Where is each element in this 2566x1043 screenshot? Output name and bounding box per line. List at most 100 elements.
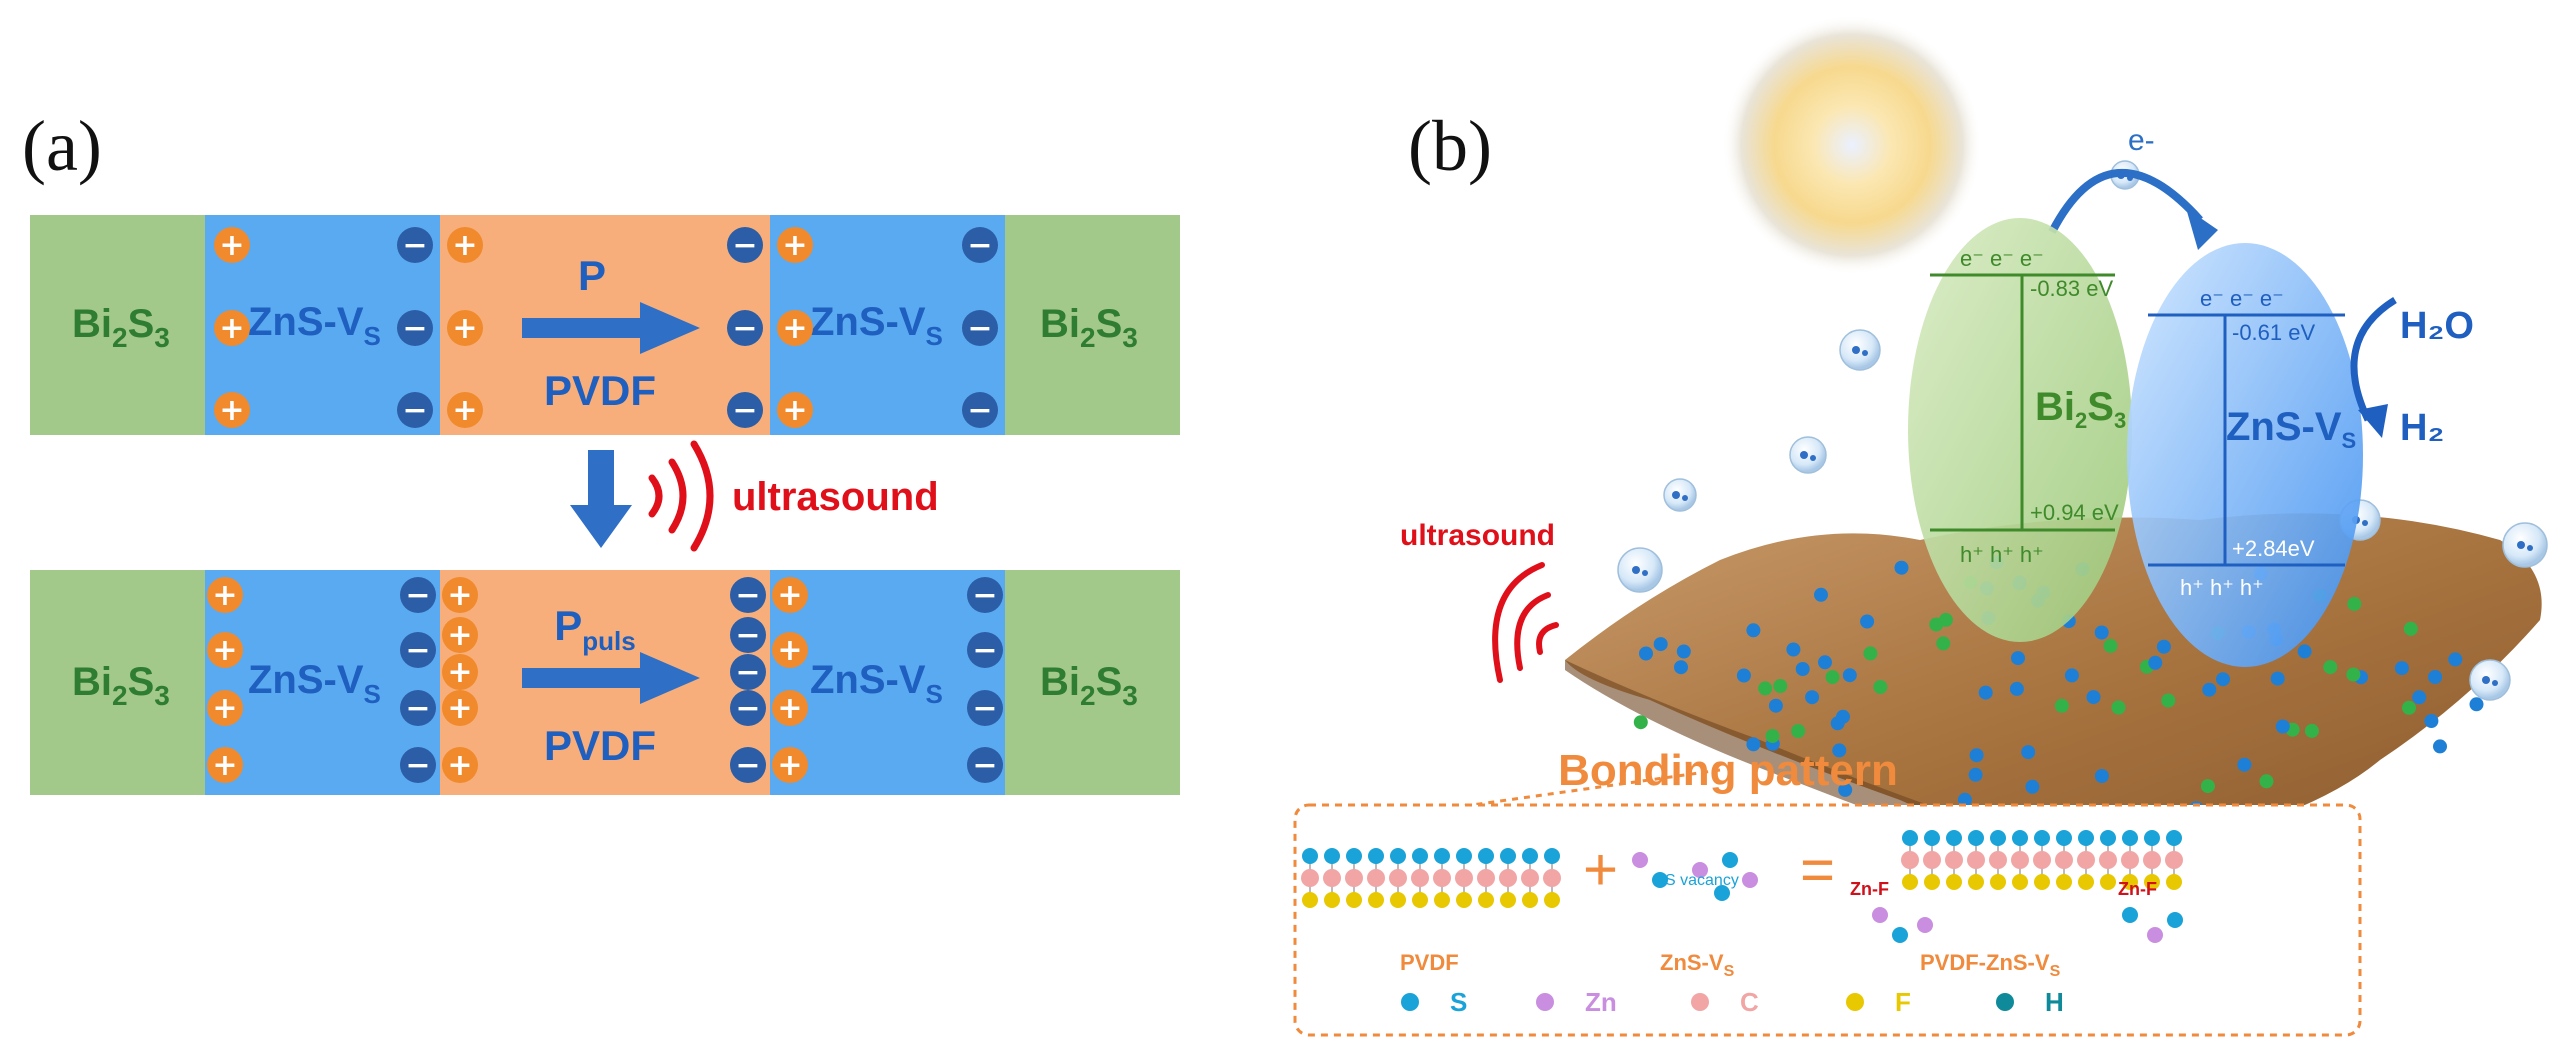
negative-charge: −	[967, 577, 1003, 613]
legend-label: Zn	[1585, 987, 1617, 1017]
particle	[2086, 690, 2101, 705]
water-bubble	[2469, 659, 2511, 701]
negative-charge: −	[397, 392, 433, 428]
legend-swatch	[1401, 993, 1419, 1011]
svg-text:+: +	[452, 228, 477, 263]
bi2s3-label-top-left: Bi2S3	[72, 302, 170, 353]
particle	[2424, 714, 2439, 728]
legend-item-h: H	[1996, 987, 2064, 1017]
particle	[2156, 639, 2171, 654]
legend-item-zn: Zn	[1536, 987, 1617, 1017]
positive-charge: +	[442, 690, 478, 726]
particle	[2237, 757, 2252, 772]
particle	[1639, 646, 1653, 661]
zns-left-block-bottom	[205, 570, 440, 795]
positive-charge: +	[442, 747, 478, 783]
particle	[2021, 745, 2036, 760]
negative-charge: −	[400, 577, 436, 613]
particle	[1969, 748, 1984, 763]
negative-charge: −	[727, 310, 763, 346]
negative-charge: −	[730, 690, 766, 726]
negative-charge: −	[727, 392, 763, 428]
particle	[2323, 660, 2338, 675]
particle	[2111, 700, 2126, 715]
particle	[1968, 767, 1983, 782]
positive-charge: +	[777, 227, 813, 263]
particle	[1786, 642, 1801, 657]
svg-text:+: +	[782, 228, 807, 263]
svg-text:+: +	[212, 578, 237, 613]
water-bubble	[1789, 436, 1827, 474]
electron-arrow-head	[2186, 208, 2218, 250]
pvdf-zns-molecule	[1872, 830, 2183, 943]
negative-charge: −	[730, 617, 766, 653]
particle	[1894, 560, 1909, 575]
positive-charge: +	[447, 392, 483, 428]
negative-charge: −	[967, 690, 1003, 726]
particle	[1805, 690, 1820, 705]
legend-swatch	[1691, 993, 1709, 1011]
svg-text:+: +	[219, 393, 244, 428]
particle	[1863, 646, 1878, 661]
negative-charge: −	[400, 747, 436, 783]
particle	[2346, 667, 2361, 682]
svg-text:−: −	[405, 633, 430, 668]
negative-charge: −	[397, 310, 433, 346]
zns-vb-value: +2.84eV	[2232, 536, 2315, 561]
zns-label-bottom-left: ZnS-VS	[248, 658, 381, 709]
particle	[1825, 670, 1840, 685]
svg-text:−: −	[972, 633, 997, 668]
zns-ellipse	[2127, 243, 2363, 667]
zns-label-top-left: ZnS-VS	[248, 300, 381, 351]
positive-charge: +	[772, 632, 808, 668]
particle	[1832, 743, 1847, 758]
bi2s3-holes: h⁺ h⁺ h⁺	[1960, 542, 2044, 567]
particle	[1736, 668, 1751, 683]
legend-swatch	[1536, 993, 1554, 1011]
positive-charge: +	[442, 617, 478, 653]
positive-charge: +	[442, 577, 478, 613]
particle	[1838, 782, 1853, 797]
bi2s3-right-block-top	[1005, 215, 1180, 435]
svg-text:−: −	[972, 578, 997, 613]
svg-text:+: +	[447, 655, 472, 690]
svg-text:+: +	[219, 311, 244, 346]
particle	[2270, 671, 2285, 686]
svg-text:−: −	[735, 655, 760, 690]
plus-sign: +	[1583, 836, 1618, 903]
water-bubble	[1663, 478, 1697, 512]
mol-combo-label: PVDF-ZnS-VS	[1920, 950, 2061, 980]
positive-charge: +	[772, 690, 808, 726]
positive-charge: +	[214, 310, 250, 346]
particle	[1929, 617, 1944, 632]
svg-text:+: +	[447, 618, 472, 653]
zns-cb-value: -0.61 eV	[2232, 320, 2315, 345]
bonding-pattern-title: Bonding pattern	[1558, 746, 1898, 795]
ultrasound-waves-b-icon	[1492, 562, 1559, 683]
particle	[2094, 769, 2109, 783]
particle	[2428, 670, 2443, 684]
particle	[2064, 668, 2079, 683]
particle	[1768, 698, 1783, 713]
svg-text:+: +	[782, 311, 807, 346]
negative-charge: −	[730, 747, 766, 783]
particle	[2094, 625, 2109, 640]
negative-charge: −	[962, 310, 998, 346]
bi2s3-electrons: e⁻ e⁻ e⁻	[1960, 246, 2044, 271]
svg-text:−: −	[972, 748, 997, 783]
svg-text:+: +	[782, 393, 807, 428]
particle	[2347, 596, 2362, 611]
svg-text:−: −	[732, 311, 757, 346]
positive-charge: +	[207, 577, 243, 613]
svg-text:−: −	[402, 228, 427, 263]
bi2s3-cb-value: -0.83 eV	[2030, 276, 2113, 301]
particle	[1830, 716, 1845, 731]
particle	[1795, 662, 1810, 676]
mol-pvdf-label: PVDF	[1400, 950, 1459, 975]
positive-charge: +	[207, 632, 243, 668]
particle	[1676, 644, 1691, 659]
particle	[2433, 739, 2447, 754]
negative-charge: −	[730, 577, 766, 613]
svg-text:+: +	[777, 691, 802, 726]
